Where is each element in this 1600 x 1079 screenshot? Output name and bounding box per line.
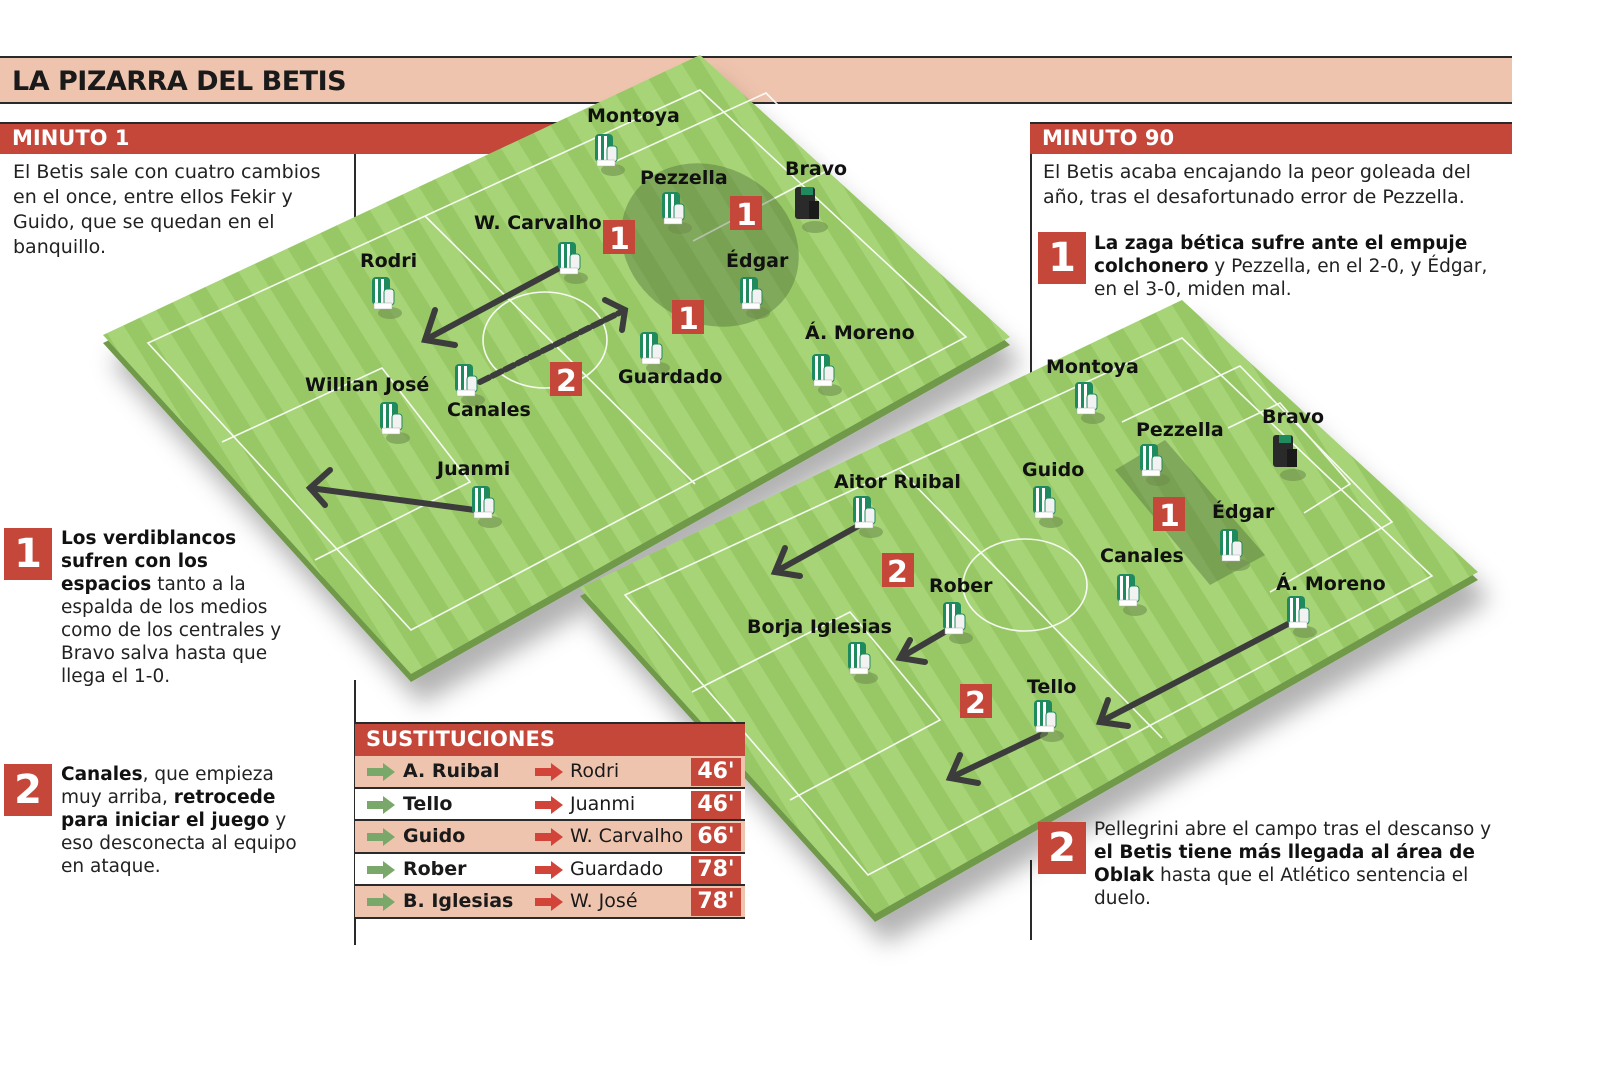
svg-text:2: 2 [965, 686, 986, 721]
arrow-in-icon [367, 860, 395, 879]
svg-text:Édgar: Édgar [1212, 500, 1275, 523]
substitution-minute: 46' [691, 758, 741, 786]
badge-1: 1 [730, 196, 762, 233]
substitutions-heading: SUSTITUCIONES [366, 727, 555, 751]
arrow-in-icon [367, 763, 395, 781]
minuto90-intro: El Betis acaba encajando la peor goleada… [1043, 161, 1471, 208]
substitution-minute: 78' [691, 855, 741, 884]
arrow-out-icon [535, 795, 563, 814]
player-in: Tello [403, 792, 453, 815]
note-number-badge: 1 [1038, 232, 1086, 284]
svg-text:1: 1 [1159, 499, 1180, 534]
svg-text:Rodri: Rodri [360, 250, 417, 272]
player-out: Juanmi [570, 792, 636, 815]
minuto1-heading: MINUTO 1 [12, 126, 130, 150]
arrow-in-icon [367, 828, 395, 846]
svg-text:W. Carvalho: W. Carvalho [474, 212, 602, 234]
minuto1-intro: El Betis sale con cuatro cambios en el o… [13, 161, 321, 258]
player-out: W. Carvalho [570, 825, 684, 847]
substitution-row: Tello Juanmi 46' [355, 788, 745, 821]
svg-text:Bravo: Bravo [785, 158, 847, 180]
substitutions-heading-bar: SUSTITUCIONES [355, 722, 745, 756]
svg-text:Pezzella: Pezzella [640, 167, 728, 189]
svg-text:Édgar: Édgar [726, 249, 789, 272]
minuto90-note-1: La zaga bética sufre ante el empuje colc… [1094, 233, 1488, 300]
minuto90-heading-bar: MINUTO 90 [1030, 122, 1512, 154]
player-in: Guido [403, 825, 466, 847]
minuto1-heading-bar: MINUTO 1 [0, 122, 600, 154]
substitution-minute: 78' [691, 888, 741, 916]
svg-text:1: 1 [736, 198, 757, 233]
arrow-out-icon [535, 860, 563, 879]
substitution-row: A. Ruibal Rodri 46' [355, 756, 745, 789]
badge-1: 1 [603, 220, 635, 257]
minuto1-note-1: Los verdiblancos sufren con los espacios… [61, 528, 282, 687]
arrow-in-icon [367, 893, 395, 911]
badge-1: 1 [672, 300, 704, 337]
svg-text:Borja Iglesias: Borja Iglesias [747, 616, 892, 638]
svg-text:Pezzella: Pezzella [1136, 419, 1224, 441]
svg-text:1: 1 [609, 222, 630, 257]
svg-text:Montoya: Montoya [1046, 356, 1139, 378]
svg-text:2: 2 [556, 364, 577, 399]
note-number-badge: 2 [1038, 822, 1086, 874]
svg-text:Guardado: Guardado [618, 366, 722, 388]
substitution-row: Rober Guardado 78' [355, 853, 745, 886]
substitution-minute: 66' [691, 823, 741, 851]
arrow-out-icon [535, 828, 563, 846]
svg-text:Juanmi: Juanmi [435, 458, 510, 480]
player-out: Rodri [570, 760, 620, 782]
badge-2: 2 [550, 362, 582, 399]
svg-text:1: 1 [678, 302, 699, 337]
player-in: Rober [403, 857, 467, 880]
svg-text:Guido: Guido [1022, 459, 1084, 481]
minuto1-note-2: Canales, que empieza muy arriba, retroce… [61, 764, 297, 877]
note-number-badge: 1 [4, 528, 52, 580]
svg-text:Aitor Ruibal: Aitor Ruibal [834, 471, 961, 493]
minuto90-heading: MINUTO 90 [1042, 126, 1175, 150]
svg-text:Bravo: Bravo [1262, 406, 1324, 428]
svg-text:Montoya: Montoya [587, 105, 680, 127]
svg-text:Á. Moreno: Á. Moreno [1276, 572, 1386, 595]
badge-2: 2 [882, 553, 914, 590]
badge-1: 1 [1153, 497, 1185, 534]
substitution-minute: 46' [691, 790, 741, 819]
svg-text:Canales: Canales [1100, 545, 1184, 567]
arrow-out-icon [535, 893, 563, 911]
pitch-minuto90 [580, 300, 1478, 922]
player-out: W. José [570, 890, 638, 912]
svg-text:Rober: Rober [929, 575, 993, 597]
infographic-title-bar: LA PIZARRA DEL BETIS [0, 56, 1512, 104]
substitution-row: Guido W. Carvalho 66' [355, 821, 745, 854]
player-in: B. Iglesias [403, 890, 514, 912]
substitution-row: B. Iglesias W. José 78' [355, 886, 745, 919]
player-in: A. Ruibal [403, 760, 500, 782]
minuto90-note-2: Pellegrini abre el campo tras el descans… [1094, 819, 1492, 909]
svg-text:Tello: Tello [1027, 676, 1076, 698]
player-out: Guardado [570, 857, 664, 880]
substitutions-table: SUSTITUCIONES A. Ruibal Rodri 46' Tello … [355, 722, 745, 919]
badge-2: 2 [960, 684, 992, 721]
divider-line [1030, 154, 1032, 394]
infographic-title: LA PIZARRA DEL BETIS [12, 66, 347, 97]
svg-text:Willian José: Willian José [305, 374, 429, 396]
arrow-out-icon [535, 763, 563, 781]
arrow-in-icon [367, 795, 395, 814]
divider-line [1030, 860, 1032, 940]
svg-text:Canales: Canales [447, 399, 531, 421]
note-number-badge: 2 [4, 764, 52, 816]
svg-text:Á. Moreno: Á. Moreno [805, 321, 915, 344]
svg-text:2: 2 [887, 555, 908, 590]
